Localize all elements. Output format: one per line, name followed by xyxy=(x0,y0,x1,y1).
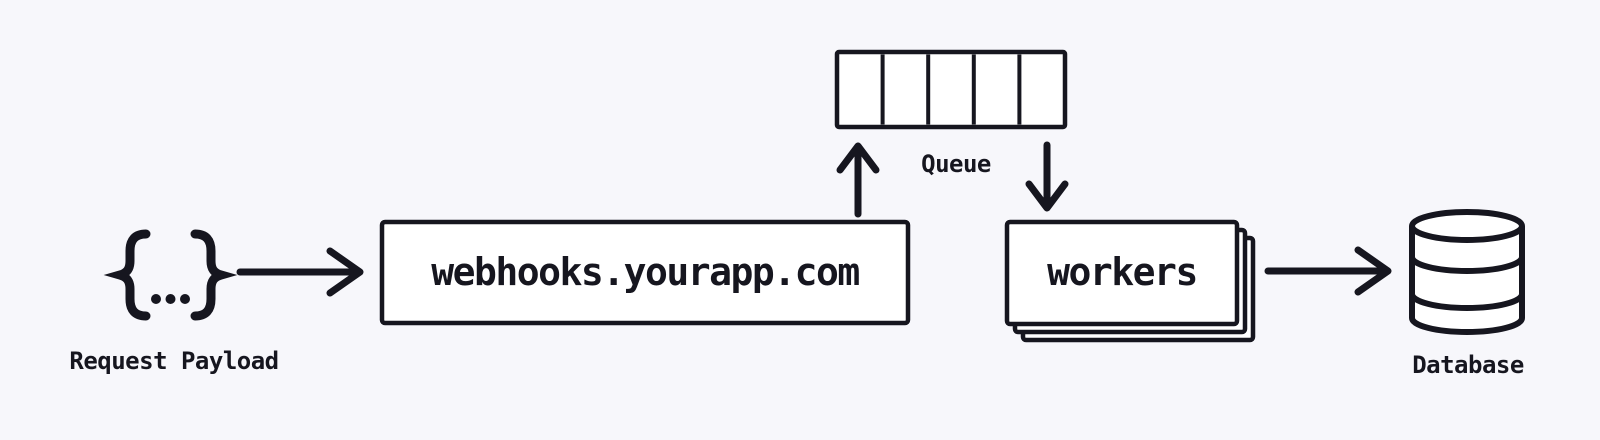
arrow-workers-to-database xyxy=(1264,246,1392,296)
payload-node: Request Payload xyxy=(69,229,279,375)
queue-box xyxy=(834,49,1068,130)
arrow-head xyxy=(1025,180,1069,212)
database-label: Database xyxy=(1412,351,1524,379)
arrow-head xyxy=(1354,246,1392,296)
ellipsis-dot xyxy=(165,294,176,304)
left-brace xyxy=(103,229,151,321)
curly-braces-icon xyxy=(103,229,238,321)
workers-box xyxy=(1004,219,1240,327)
database-icon xyxy=(1409,209,1525,335)
cylinder-band xyxy=(1409,293,1525,311)
queue-slot-dividers xyxy=(880,54,1022,125)
cylinder-band xyxy=(1409,256,1525,274)
right-brace xyxy=(190,229,238,321)
arrow-queue-to-workers xyxy=(1025,141,1069,212)
database-node: Database xyxy=(1409,209,1525,379)
arrow-head xyxy=(326,247,364,297)
workers-label: workers xyxy=(1047,250,1197,294)
server-label: webhooks.yourapp.com xyxy=(431,250,859,294)
ellipsis-dot xyxy=(151,294,161,304)
arrow-server-to-queue xyxy=(836,142,880,218)
arrow-head xyxy=(836,142,880,174)
ellipsis-dot xyxy=(180,294,190,304)
server-box xyxy=(379,219,911,326)
queue-node: Queue xyxy=(834,49,1068,178)
payload-label: Request Payload xyxy=(69,347,278,375)
workers-node: workers xyxy=(1004,219,1256,343)
server-node: webhooks.yourapp.com xyxy=(379,219,911,326)
arrow-payload-to-server xyxy=(236,247,364,297)
queue-label: Queue xyxy=(921,150,991,178)
cylinder-top xyxy=(1409,209,1525,243)
